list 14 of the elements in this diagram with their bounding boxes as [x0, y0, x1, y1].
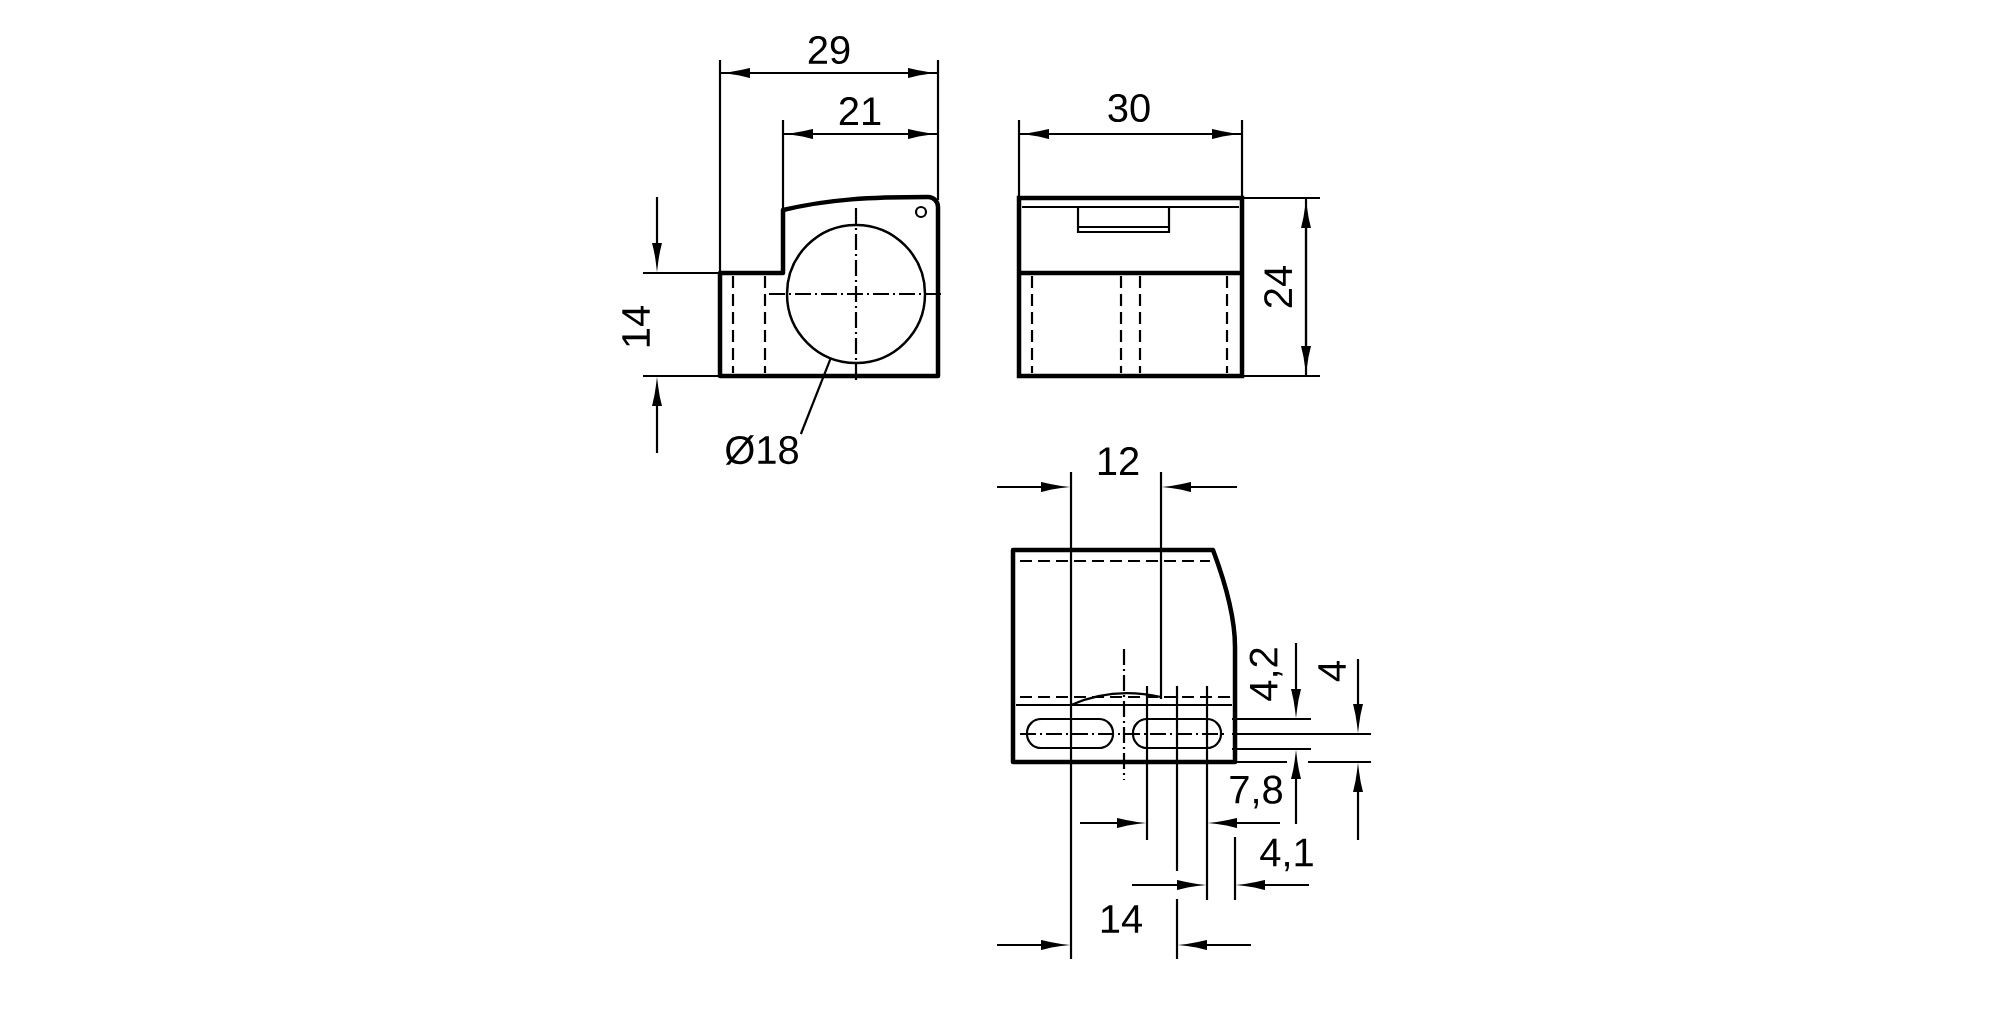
dimension-label: 29	[808, 35, 850, 65]
dimension-label: 4,2	[1249, 648, 1283, 701]
leader-line	[799, 358, 832, 435]
dimension-label: 21	[839, 97, 881, 125]
dimension-label: 7,8	[1230, 775, 1282, 809]
dimension-label: 4	[1318, 661, 1346, 682]
dimension-label: Ø18	[725, 435, 798, 465]
bore-circle	[785, 223, 927, 365]
dimension-label: 30	[1108, 93, 1150, 123]
dimension-label: 4,1	[1260, 838, 1313, 872]
dimension-label: 24	[1264, 266, 1292, 308]
dimension-label: 12	[1098, 447, 1139, 475]
dimension-label: 14	[622, 306, 650, 347]
dimension-label: 14	[1101, 905, 1142, 933]
